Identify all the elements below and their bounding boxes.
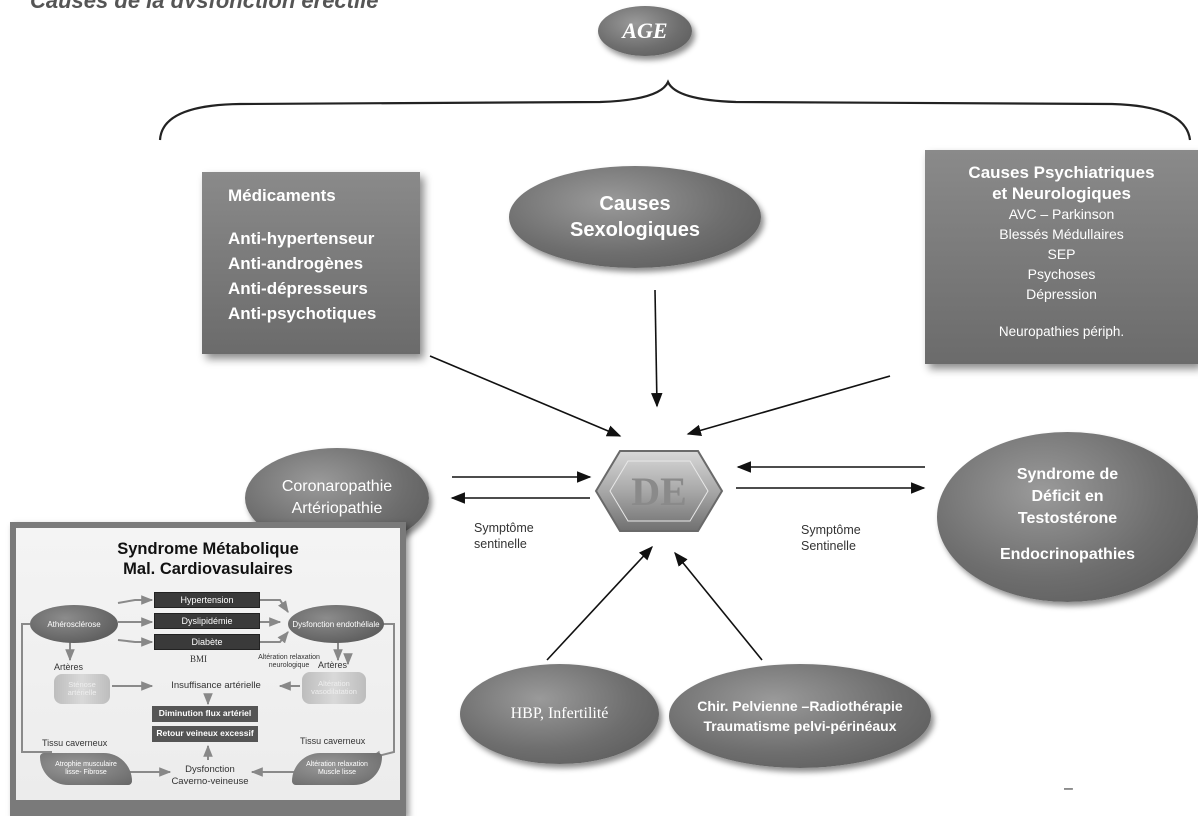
- sentinel-right-label: Symptôme Sentinelle: [801, 522, 921, 554]
- medicaments-title: Médicaments: [228, 186, 336, 205]
- dyslipidemie-bar: Dyslipidémie: [154, 613, 260, 629]
- insuffisance-arterielle-label: Insuffisance artérielle: [171, 680, 261, 691]
- diabete-bar: Diabète: [154, 634, 260, 650]
- psychiatriques-box: Causes Psychiatriques et Neurologiques A…: [925, 150, 1198, 364]
- psychiatriques-title: Causes Psychiatriques: [968, 163, 1155, 182]
- retour-veineux-bar: Retour veineux excessif: [152, 726, 258, 742]
- psychiatriques-item: SEP: [1047, 246, 1076, 262]
- clipped-title: Causes de la dysfonction érectile: [30, 0, 590, 8]
- tiny-line: Atrophie musculaire: [55, 761, 117, 768]
- sexologiques-line: Sexologiques: [569, 219, 701, 241]
- syndrome-line: Déficit en: [1031, 488, 1104, 505]
- bmi-label: BMI: [190, 654, 208, 664]
- tissu-caverneux-right-label: Tissu caverneux: [300, 736, 366, 746]
- tiny-line: Dysfonction: [185, 764, 235, 775]
- de-label: DE: [631, 469, 687, 514]
- arrow-med-de: [429, 355, 622, 437]
- alteration-relaxation-neuro: Altération relaxation neurologique: [246, 654, 332, 670]
- syndrome-testosterone-node: Syndrome de Déficit en Testostérone Endo…: [937, 432, 1198, 602]
- psychiatriques-item: Psychoses: [1027, 266, 1096, 282]
- tiny-line: vasodilatation: [311, 687, 357, 696]
- chirurgie-node: Chir. Pelvienne –Radiothérapie Traumatis…: [669, 664, 931, 768]
- hypertension-bar: Hypertension: [154, 592, 260, 608]
- tiny-line: Muscle lisse: [317, 769, 357, 776]
- tissu-caverneux-left-label: Tissu caverneux: [42, 738, 108, 748]
- metabolic-subtitle: Mal. Cardiovasulaires: [123, 560, 293, 578]
- sentinel-line: Symptôme: [801, 523, 861, 537]
- stray-dash: –: [1064, 780, 1073, 797]
- tiny-line: lisse- Fibrose: [65, 769, 107, 776]
- medicament-item: Anti-androgènes: [228, 254, 364, 273]
- psychiatriques-item: Dépression: [1026, 286, 1097, 302]
- coronaropathie-line: Artériopathie: [291, 500, 383, 517]
- tiny-line: neurologique: [268, 662, 310, 669]
- medicament-item: Anti-psychotiques: [228, 304, 377, 323]
- tiny-line: Altération relaxation: [306, 761, 368, 768]
- dysfonction-endotheliale-node: Dysfonction endothéliale: [288, 605, 384, 643]
- stenose-cylinder: Sténose artérielle: [54, 674, 110, 704]
- sentinel-line: Sentinelle: [801, 539, 856, 553]
- syndrome-line: Testostérone: [1017, 510, 1118, 527]
- atherosclerose-node: Athérosclérose: [30, 605, 118, 643]
- de-hexagon: [594, 450, 724, 532]
- psychiatriques-title: et Neurologiques: [992, 184, 1131, 203]
- arteres-left-label: Artères: [54, 662, 84, 672]
- sexologiques-line: Causes: [599, 193, 671, 215]
- sentinel-line: Symptôme: [474, 521, 534, 535]
- tiny-line: artérielle: [67, 688, 97, 697]
- chirurgie-line: Traumatisme pelvi-périnéaux: [703, 718, 897, 734]
- sentinel-left-label: Symptôme sentinelle: [474, 520, 594, 552]
- diminution-flux-bar: Diminution flux artériel: [152, 706, 258, 722]
- sexologiques-node: Causes Sexologiques: [509, 166, 761, 268]
- age-brace: [158, 79, 1192, 141]
- medicament-item: Anti-hypertenseur: [228, 229, 375, 248]
- chirurgie-line: Chir. Pelvienne –Radiothérapie: [697, 698, 903, 714]
- alteration-vasodilatation-cylinder: Altération vasodilatation: [302, 672, 366, 704]
- arrow-chir-de: [674, 551, 763, 661]
- alteration-muscle-leaf: Altération relaxation Muscle lisse: [292, 753, 382, 785]
- syndrome-line: Syndrome de: [1016, 466, 1119, 483]
- endocrinopathies-label: Endocrinopathies: [999, 546, 1136, 563]
- arrow-hbp-de: [546, 545, 653, 661]
- atrophie-leaf: Atrophie musculaire lisse- Fibrose: [40, 753, 132, 785]
- medicaments-box: Médicaments Anti-hypertenseur Anti-andro…: [202, 172, 420, 354]
- age-node: AGE: [598, 6, 692, 56]
- arteres-right-label: Artères: [318, 660, 348, 670]
- arrow-sexo-de: [651, 289, 663, 408]
- coronaropathie-line: Coronaropathie: [281, 478, 393, 495]
- dysfonction-caverno-label: Dysfonction Caverno-veineuse: [160, 764, 260, 788]
- psychiatriques-item: AVC – Parkinson: [1008, 206, 1115, 222]
- tiny-line: Sténose: [68, 680, 96, 689]
- arrow-psy-de: [686, 375, 891, 436]
- tiny-line: Caverno-veineuse: [171, 776, 249, 787]
- medicament-item: Anti-dépresseurs: [228, 279, 368, 298]
- tiny-line: Altération: [318, 679, 350, 688]
- tiny-line: Altération relaxation: [258, 654, 320, 661]
- sentinel-line: sentinelle: [474, 537, 527, 551]
- psychiatriques-item: Blessés Médullaires: [999, 226, 1124, 242]
- psychiatriques-item: Neuropathies périph.: [998, 324, 1125, 339]
- metabolic-title: Syndrome Métabolique: [117, 540, 299, 558]
- hbp-node: HBP, Infertilité: [460, 664, 659, 764]
